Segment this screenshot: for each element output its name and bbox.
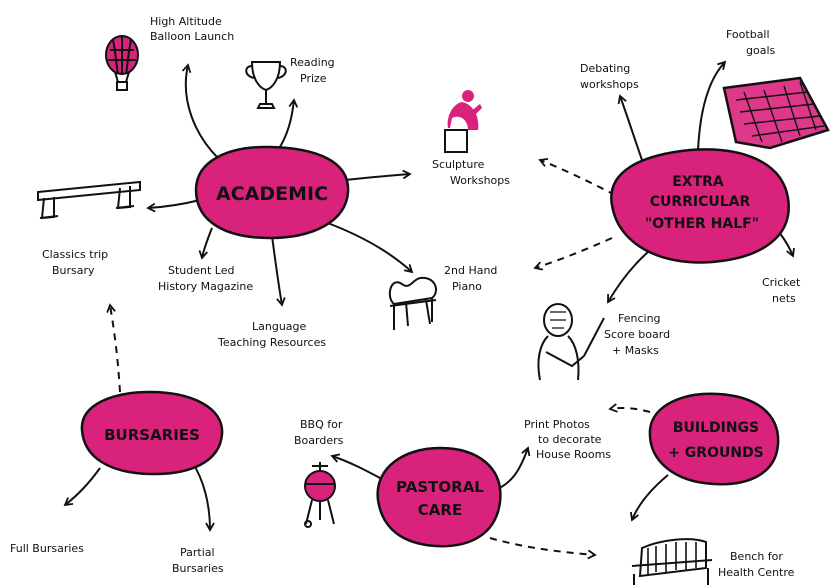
- label-sculpture-line2: Workshops: [450, 174, 510, 187]
- label-full-bursaries: Full Bursaries: [10, 542, 84, 555]
- node-buildings-grounds: BUILDINGS + GROUNDS: [648, 392, 780, 486]
- label-fencing-line3: + Masks: [612, 344, 659, 357]
- arrow-extra-piano: [533, 237, 613, 271]
- arrow-extra-sculpture: [538, 157, 616, 196]
- label-language-line1: Language: [252, 320, 307, 333]
- academic-blob: [194, 145, 350, 240]
- label-bench-line1: Bench for: [730, 550, 783, 563]
- label-balloon-line1: High Altitude: [150, 15, 222, 28]
- arrow-academic-piano: [324, 221, 414, 274]
- label-fencing-line1: Fencing: [618, 312, 661, 325]
- arrow-extra-football: [697, 60, 727, 151]
- bbq-grill-icon: [304, 462, 336, 528]
- label-cricket-line1: Cricket: [762, 276, 801, 289]
- bench-icon-classics: [37, 180, 141, 220]
- label-partial-line2: Bursaries: [172, 562, 224, 575]
- pastoral-care-blob: [376, 446, 502, 548]
- label-bench-line2: Health Centre: [718, 566, 795, 579]
- label-sculpture-line1: Sculpture: [432, 158, 485, 171]
- label-football-line2: goals: [746, 44, 776, 57]
- label-debating-line1: Debating: [580, 62, 630, 75]
- label-piano-line1: 2nd Hand: [444, 264, 497, 277]
- labels: High Altitude Balloon Launch Reading Pri…: [10, 15, 801, 579]
- football-goal-icon: [722, 76, 830, 150]
- arrow-buildings-photos: [608, 403, 651, 413]
- hot-air-balloon-icon: [105, 35, 139, 91]
- arrow-pastoral-bench: [489, 537, 597, 560]
- arrow-academic-reading: [277, 98, 299, 151]
- label-cricket-line2: nets: [772, 292, 796, 305]
- extra-curricular-line1: EXTRA: [672, 174, 724, 190]
- extra-curricular-line2: CURRICULAR: [650, 194, 751, 210]
- label-partial-line1: Partial: [180, 546, 215, 559]
- bursaries-title: BURSARIES: [104, 426, 200, 444]
- bench-icon-health: [631, 538, 713, 585]
- arrow-bursaries-classics: [106, 303, 121, 393]
- label-reading-line2: Prize: [300, 72, 327, 85]
- label-reading-line1: Reading: [290, 56, 335, 69]
- extra-curricular-line3: "OTHER HALF": [645, 216, 759, 232]
- label-classics-line2: Bursary: [52, 264, 95, 277]
- arrow-academic-sculpture: [344, 169, 412, 181]
- buildings-grounds-line1: BUILDINGS: [673, 420, 759, 436]
- academic-title: ACADEMIC: [216, 183, 328, 205]
- label-bbq-line1: BBQ for: [300, 418, 343, 431]
- label-balloon-line2: Balloon Launch: [150, 30, 234, 43]
- bursaries-blob: [80, 390, 224, 476]
- arrow-bursaries-full: [63, 467, 101, 507]
- arrow-bursaries-partial: [191, 461, 215, 532]
- node-pastoral-care: PASTORAL CARE: [376, 446, 502, 548]
- node-bursaries: BURSARIES: [80, 390, 224, 476]
- label-language-line2: Teaching Resources: [217, 336, 326, 349]
- arrow-academic-balloon: [181, 63, 219, 159]
- arrow-extra-debating: [617, 94, 643, 161]
- node-extra-curricular: EXTRA CURRICULAR "OTHER HALF": [610, 148, 790, 264]
- label-piano-line2: Piano: [452, 280, 482, 293]
- extra-curricular-blob: [610, 148, 790, 264]
- label-photos-line1: Print Photos: [524, 418, 590, 431]
- buildings-grounds-blob: [648, 392, 780, 486]
- label-debating-line2: workshops: [580, 78, 639, 91]
- label-photos-line3: House Rooms: [536, 448, 611, 461]
- node-academic: ACADEMIC: [194, 145, 350, 240]
- label-football-line1: Football: [726, 28, 770, 41]
- label-history-line1: Student Led: [168, 264, 234, 277]
- piano-icon: [388, 276, 437, 330]
- arrow-pastoral-bbq: [330, 453, 381, 479]
- thinker-sculpture-icon: [444, 90, 482, 153]
- arrow-buildings-bench: [629, 474, 669, 522]
- label-photos-line2: to decorate: [538, 433, 602, 446]
- label-fencing-line2: Score board: [604, 328, 670, 341]
- label-bbq-line2: Boarders: [294, 434, 344, 447]
- arrow-academic-language: [271, 235, 286, 307]
- buildings-grounds-line2: + GROUNDS: [668, 445, 764, 461]
- arrow-extra-fencing: [607, 251, 649, 304]
- pastoral-care-line2: CARE: [418, 501, 462, 519]
- label-history-line2: History Magazine: [158, 280, 253, 293]
- label-classics-line1: Classics trip: [42, 248, 108, 261]
- trophy-icon: [245, 61, 287, 109]
- arrow-academic-classics: [146, 199, 201, 213]
- pastoral-care-line1: PASTORAL: [396, 478, 484, 496]
- fencer-icon: [537, 303, 605, 381]
- arrow-academic-history: [198, 227, 213, 260]
